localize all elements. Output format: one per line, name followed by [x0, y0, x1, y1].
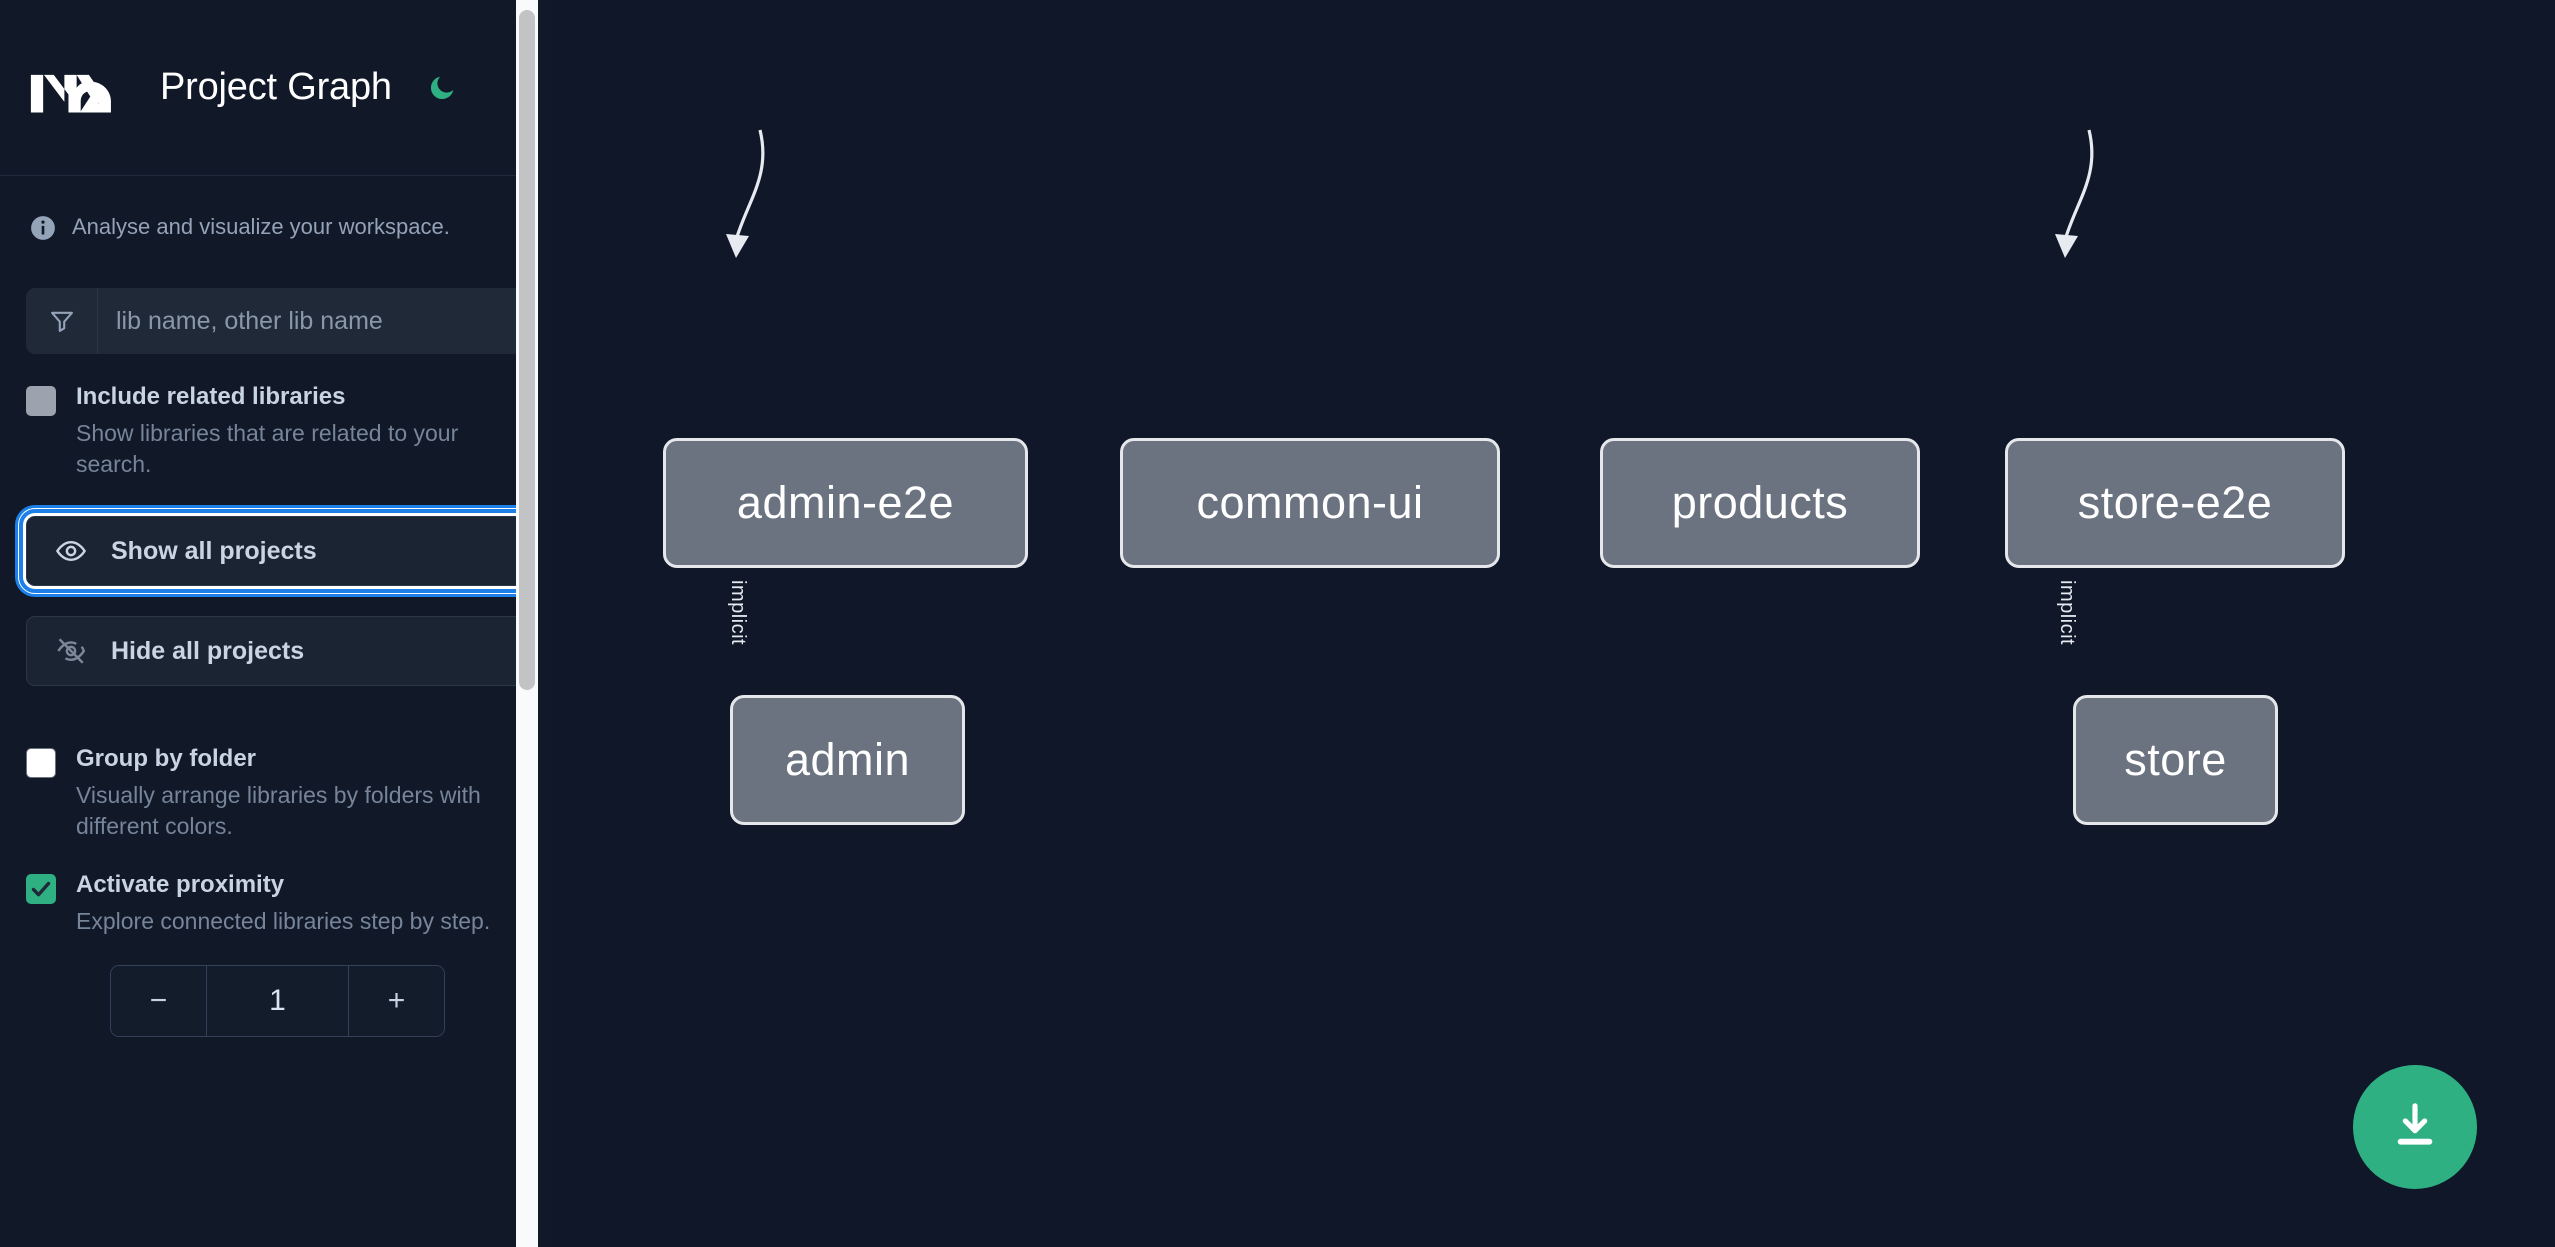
activate-proximity-checkbox[interactable]	[26, 874, 56, 905]
nx-logo	[26, 57, 124, 119]
graph-canvas[interactable]: admin-e2e common-ui products store-e2e a…	[553, 0, 2555, 1247]
graph-node-store-e2e[interactable]: store-e2e	[2005, 438, 2345, 568]
sidebar-header: Project Graph	[0, 0, 553, 176]
decrement-button[interactable]: −	[111, 966, 207, 1037]
option-subtitle: Visually arrange libraries by folders wi…	[76, 782, 481, 840]
node-label: store-e2e	[2077, 477, 2273, 528]
graph-node-admin-e2e[interactable]: admin-e2e	[663, 438, 1028, 568]
show-all-projects-button[interactable]: Show all projects	[19, 509, 534, 594]
eye-off-icon	[55, 635, 89, 667]
hide-all-projects-label: Hide all projects	[111, 636, 305, 665]
node-label: store	[2124, 734, 2227, 785]
filter-section	[0, 246, 553, 354]
workspace-description: Analyse and visualize your workspace.	[0, 176, 553, 246]
visibility-buttons: Show all projects Hide all projects	[0, 480, 553, 687]
edge-admin-e2e-to-admin	[726, 129, 765, 258]
node-label: common-ui	[1196, 477, 1424, 528]
edge-label-implicit-admin: implicit	[727, 580, 749, 646]
page-title: Project Graph	[160, 66, 392, 108]
show-all-projects-label: Show all projects	[111, 536, 317, 565]
hide-all-projects-button[interactable]: Hide all projects	[26, 616, 527, 687]
option-include-related-libraries[interactable]: Include related libraries Show libraries…	[0, 354, 553, 480]
option-subtitle: Explore connected libraries step by step…	[76, 908, 491, 935]
workspace-description-text: Analyse and visualize your workspace.	[72, 214, 450, 239]
proximity-stepper: − 1 +	[110, 965, 445, 1038]
proximity-stepper-section: − 1 +	[0, 937, 553, 1038]
graph-node-admin[interactable]: admin	[730, 695, 965, 825]
node-label: admin-e2e	[736, 477, 955, 528]
stepper-value: 1	[207, 966, 348, 1037]
funnel-icon	[26, 288, 98, 354]
check-icon	[31, 881, 51, 897]
search-input[interactable]	[98, 288, 527, 354]
download-graph-button[interactable]	[2353, 1065, 2477, 1189]
sidebar-scrollbar-track[interactable]	[516, 0, 538, 1247]
increment-button[interactable]: +	[348, 966, 444, 1037]
sidebar-edge	[538, 0, 553, 1247]
moon-icon[interactable]	[422, 68, 462, 108]
option-activate-proximity[interactable]: Activate proximity Explore connected lib…	[0, 842, 553, 937]
sidebar-scrollbar-thumb[interactable]	[519, 10, 535, 690]
graph-node-products[interactable]: products	[1600, 438, 1920, 568]
option-group-by-folder[interactable]: Group by folder Visually arrange librari…	[0, 716, 553, 842]
option-subtitle: Show libraries that are related to your …	[76, 420, 459, 478]
edge-label-implicit-store: implicit	[2056, 580, 2078, 646]
include-related-libraries-checkbox[interactable]	[26, 386, 56, 416]
sidebar: Project Graph Analyse and visualize your…	[0, 0, 553, 1247]
eye-icon	[55, 535, 89, 567]
graph-node-store[interactable]: store	[2073, 695, 2278, 825]
info-icon	[30, 215, 56, 246]
option-title: Include related libraries	[76, 383, 346, 410]
graph-node-common-ui[interactable]: common-ui	[1120, 438, 1500, 568]
group-by-folder-checkbox[interactable]	[26, 748, 56, 779]
option-title: Activate proximity	[76, 871, 285, 899]
download-icon	[2388, 1098, 2442, 1157]
option-title: Group by folder	[76, 745, 256, 773]
node-label: products	[1671, 477, 1849, 528]
graph-edges	[726, 129, 2094, 258]
search-box[interactable]	[26, 288, 527, 354]
edge-store-e2e-to-store	[2055, 129, 2094, 258]
node-label: admin	[784, 734, 911, 785]
